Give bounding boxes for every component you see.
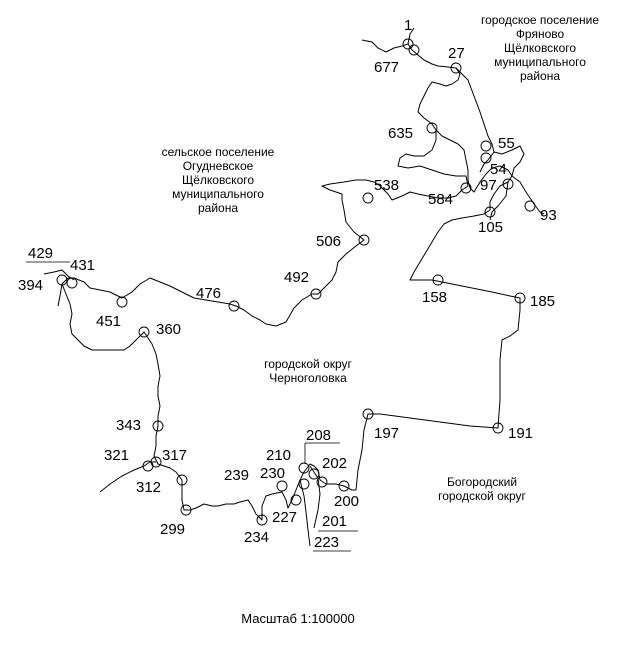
point-label: 201 xyxy=(322,513,347,530)
svg-text:Огудневское: Огудневское xyxy=(183,159,254,173)
svg-text:городское поселение: городское поселение xyxy=(481,13,599,27)
point-label: 230 xyxy=(260,465,285,482)
point-label: 538 xyxy=(374,177,399,194)
point-label: 185 xyxy=(530,293,555,310)
point-markers xyxy=(56,38,536,526)
point-label: 492 xyxy=(284,269,309,286)
point-label: 223 xyxy=(314,534,339,551)
point-label: 584 xyxy=(428,191,453,208)
point-label: 451 xyxy=(96,313,121,330)
point-label: 202 xyxy=(322,455,347,472)
point-label: 476 xyxy=(196,285,221,302)
point-label: 54 xyxy=(490,161,507,178)
point-label: 635 xyxy=(388,125,413,142)
boundary-branch-west xyxy=(43,269,75,281)
svg-text:Черноголовка: Черноголовка xyxy=(269,371,347,385)
boundary-branch-s2 xyxy=(309,465,321,529)
point-label: 191 xyxy=(508,425,533,442)
svg-text:Фряново: Фряново xyxy=(516,27,565,41)
point-label: 1 xyxy=(404,17,412,34)
point-label: 210 xyxy=(266,447,291,464)
svg-text:Щёлковского: Щёлковского xyxy=(182,173,254,187)
point-label: 97 xyxy=(480,177,497,194)
boundary-branch-west-2 xyxy=(57,283,63,307)
point-label: 93 xyxy=(540,207,557,224)
point-label: 227 xyxy=(272,509,297,526)
point-label: 55 xyxy=(498,135,515,152)
point-label: 158 xyxy=(422,289,447,306)
point-label: 239 xyxy=(224,467,249,484)
svg-text:городской округ: городской округ xyxy=(264,357,352,371)
region-chernogolovka-label: городской округ Черноголовка xyxy=(264,357,352,385)
point-label: 105 xyxy=(478,219,503,236)
boundary-branch-south xyxy=(489,181,509,221)
boundary-branch-sw xyxy=(99,461,156,493)
point-label: 506 xyxy=(316,233,341,250)
region-bogorodsky-label: Богородский городской округ xyxy=(438,475,526,503)
svg-text:муниципального: муниципального xyxy=(494,55,586,69)
boundary-branch-s xyxy=(299,479,311,547)
region-ogudnevskoe-label: сельское поселение Огудневское Щёлковско… xyxy=(162,145,275,215)
point-label: 677 xyxy=(374,59,399,76)
district-boundary xyxy=(61,43,521,521)
boundary-branch-east xyxy=(455,67,495,173)
point-label: 317 xyxy=(162,447,187,464)
svg-text:района: района xyxy=(520,69,560,83)
point-label: 312 xyxy=(136,479,161,496)
svg-text:района: района xyxy=(198,201,238,215)
point-labels: 1 677 27 635 55 54 97 584 538 93 105 506… xyxy=(18,17,557,551)
point-label: 234 xyxy=(244,529,269,546)
boundary-branch-north xyxy=(361,27,415,53)
svg-text:сельское поселение: сельское поселение xyxy=(162,145,275,159)
svg-text:городской округ: городской округ xyxy=(438,489,526,503)
point-label: 321 xyxy=(104,447,129,464)
map-scale: Масштаб 1:100000 xyxy=(241,611,354,626)
point-label: 431 xyxy=(70,257,95,274)
point-label: 360 xyxy=(156,321,181,338)
point-label: 197 xyxy=(374,425,399,442)
point-label: 299 xyxy=(160,521,185,538)
point-label: 27 xyxy=(448,45,465,62)
svg-text:Богородский: Богородский xyxy=(447,475,517,489)
point-label: 394 xyxy=(18,277,43,294)
point-label: 200 xyxy=(334,493,359,510)
point-label: 343 xyxy=(116,417,141,434)
boundary-branch-se xyxy=(511,175,545,215)
point-label: 429 xyxy=(28,245,53,262)
svg-text:Щёлковского: Щёлковского xyxy=(504,41,576,55)
boundary-branch-ne xyxy=(493,145,525,177)
region-fryanovo-label: городское поселение Фряново Щёлковского … xyxy=(481,13,599,83)
point-label: 208 xyxy=(306,427,331,444)
svg-text:муниципального: муниципального xyxy=(172,187,264,201)
